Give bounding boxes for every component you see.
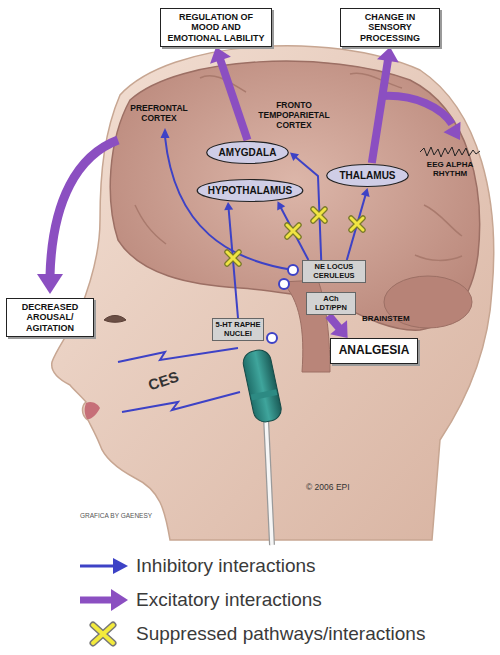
region-label: PREFRONTAL CORTEX [128,103,190,123]
connector [372,47,399,163]
region-label: CES [146,368,181,394]
legend-text: Suppressed pathways/interactions [136,622,425,646]
brain-fold [350,73,402,88]
inhibitory-arrow [165,137,293,270]
cable [266,418,272,545]
stimulation-bolt [122,392,240,412]
node-label: 5-HT RAPHE NUCLEI [215,321,261,338]
nucleus-dot [279,279,289,289]
legend-icon [78,621,130,647]
legend-icon [78,587,130,613]
connector [210,47,247,140]
structure-ellipse: THALAMUS [325,163,410,188]
legend-arrow-line [80,597,114,604]
node-label: THALAMUS [339,170,395,182]
legend-arrowhead [113,558,128,574]
x-fill [227,252,239,264]
legend-arrow-line [80,565,116,568]
legend-icon [78,553,130,579]
suppressed-mark [351,218,363,230]
legend-x-outline [93,625,113,643]
arrowhead [210,47,231,64]
legend-text: Inhibitory interactions [136,554,316,578]
ces-electrode [241,348,283,424]
cable [266,418,272,545]
arrowhead [361,188,370,197]
eye [104,316,126,323]
connector [329,315,348,338]
arrowhead [330,320,347,338]
x-fill [313,209,325,221]
legend-x-fill [93,625,113,643]
node-label: REGULATION OF MOOD AND EMOTIONAL LABILIT… [165,12,267,43]
node-label: AMYGDALA [219,147,277,159]
x-outline [351,218,363,230]
outcome-box: REGULATION OF MOOD AND EMOTIONAL LABILIT… [160,8,272,47]
suppressed-mark [313,209,325,221]
head-silhouette [52,46,494,540]
node-label: CHANGE IN SENSORY PROCESSING [345,12,435,43]
brain-fold [424,205,462,236]
arrowhead [377,47,399,63]
suppressed-mark [287,225,299,237]
arrowhead [290,153,299,162]
nucleus-box: NE LOCUS CERULEUS [302,260,366,283]
node-label: DECREASED AROUSAL/ AGITATION [11,302,89,333]
connector-line [372,57,389,163]
connector [277,201,308,260]
connector-line [280,206,308,260]
outcome-box: ANALGESIA [330,338,418,364]
x-fill [287,225,299,237]
nucleus-box: 5-HT RAPHE NUCLEI [212,318,264,341]
x-outline [227,252,239,264]
electrode-band [251,389,278,400]
brain-fold [415,255,462,260]
excitatory-arrowhead [37,274,63,294]
structure-ellipse: HYPOTHALAMUS [195,178,305,203]
ellipse-shape [327,165,409,187]
connector-line [219,56,247,140]
region-label: EEG ALPHA RHYTHM [420,160,480,179]
node-label: HYPOTHALAMUS [208,185,292,197]
region-label: BRAINSTEM [362,314,410,323]
nucleus-dot [267,333,277,343]
inhibitory-arrowhead [161,128,170,138]
connector [224,202,238,318]
x-outline [313,209,325,221]
node-label: NE LOCUS CERULEUS [305,263,363,280]
ellipse-shape [207,142,289,164]
legend-arrowhead [111,589,128,611]
connector-line [294,156,321,260]
eeg-wave [420,147,480,157]
connector-line [347,193,366,260]
ellipse-shape [197,180,303,202]
region-label: GRAFICA BY GAENESY [80,512,152,520]
arrowhead [224,202,233,210]
x-outline [287,225,299,237]
node-label: ANALGESIA [335,344,413,358]
outcome-box: CHANGE IN SENSORY PROCESSING [340,8,440,47]
region-label: © 2006 EPI [306,482,350,492]
excitatory-arrow [50,140,118,276]
nucleus-dot [288,265,298,275]
x-fill [351,218,363,230]
excitatory-arrow [382,96,452,124]
connector [347,188,370,260]
arrowhead [277,201,285,210]
nucleus-box: ACh LDT/PPN [306,292,356,315]
outcome-box: DECREASED AROUSAL/ AGITATION [6,298,94,337]
connector [290,153,321,261]
node-label: ACh LDT/PPN [309,295,353,312]
excitatory-arrowhead [444,122,461,140]
region-label: FRONTO TEMPOPARIETAL CORTEX [248,100,340,130]
brain-fold [135,205,166,244]
lips [85,402,100,419]
stimulation-bolt [118,348,238,362]
electrode-body [241,348,283,424]
legend-text: Excitatory interactions [136,588,322,612]
structure-ellipse: AMYGDALA [205,140,290,165]
suppressed-mark [227,252,239,264]
